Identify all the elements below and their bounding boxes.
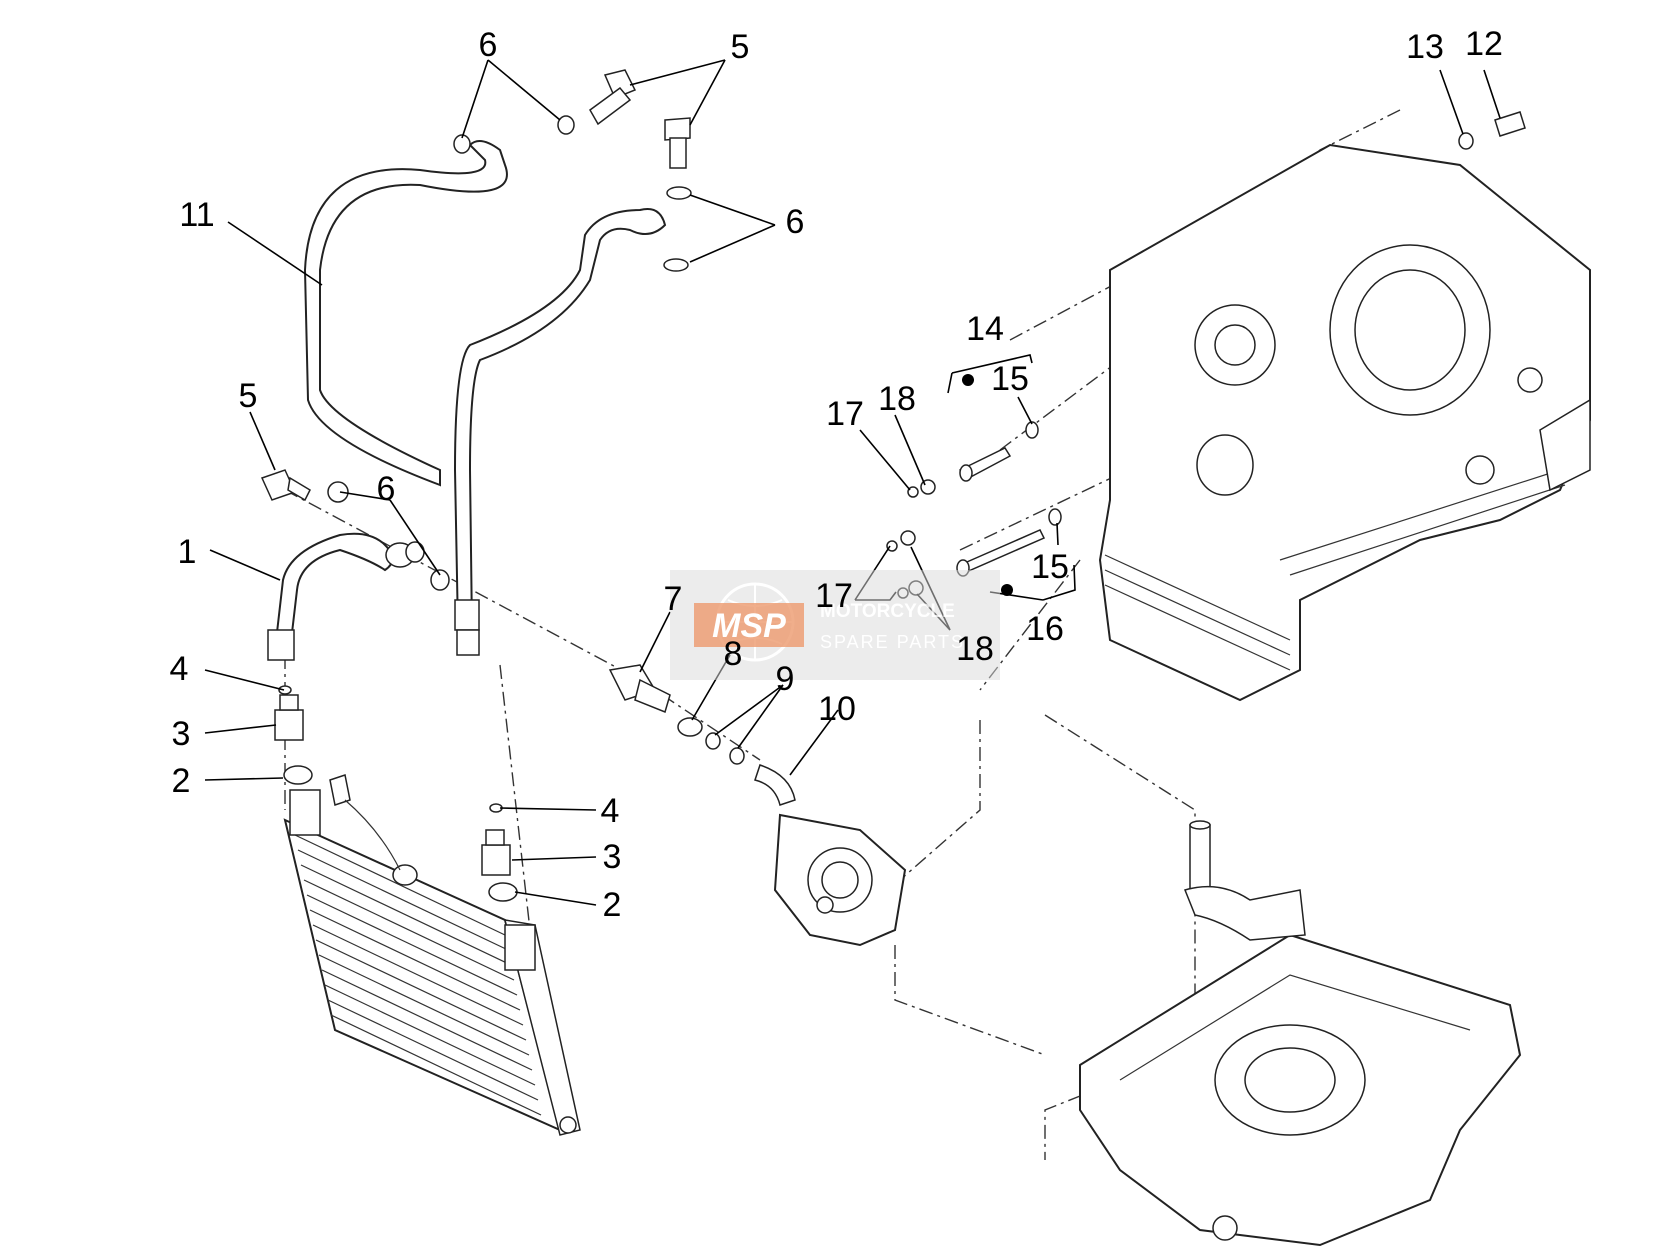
part-label: 15: [991, 360, 1029, 398]
watermark-line1: MOTORCYCLE: [820, 601, 955, 622]
sensor-12: [1494, 111, 1526, 137]
part-label: 1: [178, 533, 197, 571]
oil-pump: [773, 813, 907, 947]
part-label: 8: [724, 635, 743, 673]
part-label: 6: [786, 203, 805, 241]
part-label: 4: [170, 650, 189, 688]
watermark: MSP MOTORCYCLE SPARE PARTS: [670, 570, 1000, 680]
part-label: 12: [1465, 25, 1503, 63]
part-label: 3: [172, 715, 191, 753]
part-label: 2: [172, 762, 191, 800]
washers-2: [283, 765, 518, 902]
part-label: 15: [1031, 548, 1069, 586]
part-label: 7: [664, 580, 683, 618]
union-fittings-3: [274, 694, 511, 876]
part-label: 14: [966, 310, 1004, 348]
part-label: 3: [603, 838, 622, 876]
part-label: 17: [826, 395, 864, 433]
part-label: 16: [1026, 610, 1064, 648]
part-label: 9: [776, 660, 795, 698]
part-label: 5: [239, 377, 258, 415]
part-label: 18: [956, 630, 994, 668]
banjo-bolt-5-mid: [664, 117, 691, 169]
oil-cooler: [283, 789, 581, 1136]
oil-hose-right: [453, 208, 667, 656]
msp-logo-box: [694, 603, 804, 647]
part-label: 17: [815, 577, 853, 615]
oil-hose-1: [267, 532, 415, 661]
oil-pickup: [1183, 820, 1306, 941]
fitting-7: [608, 664, 671, 714]
washer-8: [677, 717, 703, 737]
oil-hose-11: [303, 140, 508, 487]
oil-sump: [1079, 933, 1522, 1247]
part-label: 6: [479, 26, 498, 64]
part-labels: 6 5 13 12 11 6 14 15 5 18 17 6 1 15 7 17…: [170, 25, 1503, 924]
part-label: 13: [1406, 28, 1444, 66]
part-label: 6: [377, 470, 396, 508]
banjo-bolt-5-top: [589, 69, 637, 126]
part-label: 18: [878, 380, 916, 418]
part-label: 4: [601, 792, 620, 830]
pipe-10: [754, 764, 796, 806]
part-label: 10: [818, 690, 856, 728]
part-label: 2: [603, 886, 622, 924]
sealing-washers-6: [327, 115, 692, 591]
part-label: 11: [179, 196, 214, 234]
watermark-logo: MSP: [712, 607, 786, 645]
o-rings-9: [705, 732, 745, 765]
watermark-line2: SPARE PARTS: [820, 632, 965, 652]
engine-crankcase: [1098, 143, 1591, 702]
banjo-bolt-5-left: [260, 469, 311, 502]
cooler-sensor: [329, 774, 401, 871]
o-rings-15: [1025, 421, 1062, 526]
part-label: 5: [731, 28, 750, 66]
washer-13: [1458, 132, 1474, 150]
